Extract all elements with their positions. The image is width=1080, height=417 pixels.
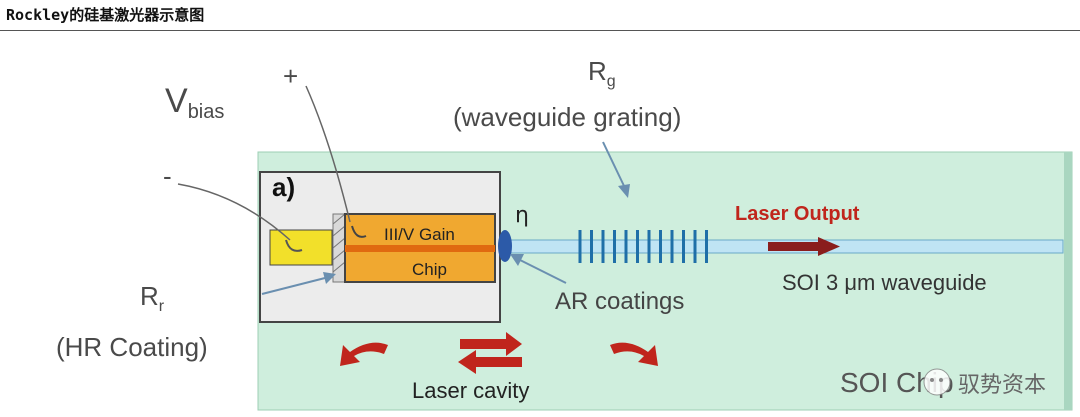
ar-coatings-label: AR coatings xyxy=(555,288,684,315)
gain-chip-label-1: III/V Gain xyxy=(384,225,455,244)
figure-caption: Rockley的硅基激光器示意图 xyxy=(6,6,205,24)
cavity-arrow-right xyxy=(610,342,658,366)
watermark: 驭势资本 xyxy=(923,368,1046,398)
ar-coating-mark xyxy=(498,230,512,262)
gain-chip-stripe xyxy=(345,245,495,252)
wechat-icon xyxy=(923,368,951,396)
ar-pointer-arrow xyxy=(510,254,567,284)
contact-pad xyxy=(269,229,333,266)
rg-label: Rg xyxy=(588,56,616,90)
soi-waveguide-label: SOI 3 μm waveguide xyxy=(782,270,987,295)
laser-cavity-label: Laser cavity xyxy=(412,378,529,403)
minus-label: - xyxy=(163,161,172,191)
hr-hatch xyxy=(332,213,346,273)
gain-chip-curl xyxy=(351,225,367,238)
rg-pointer-arrow xyxy=(602,141,630,198)
minus-wire xyxy=(177,183,291,241)
caption-divider xyxy=(0,30,1080,31)
laser-output-arrow xyxy=(768,237,840,256)
plus-wire xyxy=(305,85,351,223)
vbias-label: Vbias xyxy=(165,82,224,123)
cavity-arrow-bidirectional xyxy=(458,332,522,374)
hr-coating xyxy=(332,213,346,283)
soi-chip-edge xyxy=(1064,152,1072,410)
gain-chip-label-2: Chip xyxy=(412,260,447,279)
plus-label: + xyxy=(283,61,298,91)
rr-label: Rr xyxy=(140,281,165,315)
eta-label: η xyxy=(515,203,529,228)
waveguide-grating-label: (waveguide grating) xyxy=(453,102,681,132)
cavity-arrow-left xyxy=(340,342,388,366)
hr-coating-label: (HR Coating) xyxy=(56,332,208,362)
panel-label: a) xyxy=(272,172,295,202)
waveguide-grating xyxy=(578,230,708,263)
contact-curl xyxy=(285,239,303,252)
laser-output-label: Laser Output xyxy=(735,203,860,225)
rr-pointer-arrow xyxy=(261,272,336,295)
watermark-text: 驭势资本 xyxy=(958,373,1046,398)
